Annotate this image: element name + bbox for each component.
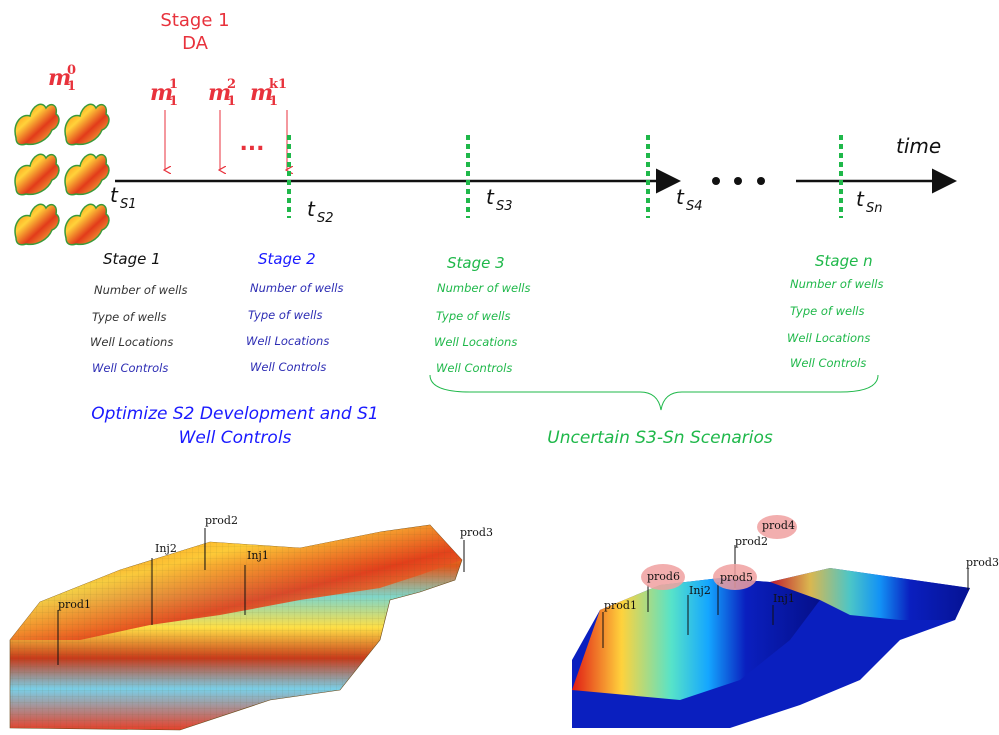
optimize-caption-line1: Optimize S2 Development and S1 bbox=[91, 404, 379, 424]
new-well-marker-prod5 bbox=[713, 564, 757, 590]
stage2-type-of-wells: Type of wells bbox=[248, 308, 323, 322]
well-label: prod2 bbox=[205, 514, 238, 527]
stage-time-sub: S3 bbox=[496, 199, 513, 214]
well-label: Inj1 bbox=[247, 549, 269, 562]
stage-time-sub: S2 bbox=[317, 211, 334, 226]
stage3-well-locations: Well Locations bbox=[434, 335, 518, 349]
timeline-dot bbox=[757, 177, 765, 185]
stage3-title: Stage 3 bbox=[447, 254, 505, 272]
time-label: time bbox=[896, 134, 941, 158]
stage1-type-of-wells: Type of wells bbox=[92, 310, 167, 324]
ensemble-thumbnail bbox=[14, 153, 60, 196]
stage-time-sub: S1 bbox=[120, 197, 137, 212]
well-label: prod4 bbox=[762, 519, 795, 532]
m-model-sup: 2 bbox=[227, 77, 236, 92]
m0-sup: 0 bbox=[67, 63, 76, 78]
uncertain-caption: Uncertain S3-Sn Scenarios bbox=[547, 428, 773, 448]
well-label: Inj2 bbox=[155, 542, 177, 555]
stage3-number-of-wells: Number of wells bbox=[437, 281, 531, 295]
stage2-title: Stage 2 bbox=[258, 250, 316, 268]
stage-time-base: t bbox=[486, 185, 495, 209]
stagen-type-of-wells: Type of wells bbox=[790, 304, 865, 318]
stage1-title: Stage 1 bbox=[103, 250, 161, 268]
m0-base: m bbox=[48, 65, 71, 91]
timeline-dot bbox=[712, 177, 720, 185]
stagen-well-locations: Well Locations bbox=[787, 331, 871, 345]
well-label: prod5 bbox=[720, 571, 753, 584]
stage2-well-locations: Well Locations bbox=[246, 334, 330, 348]
well-label: prod2 bbox=[735, 535, 768, 548]
stage1-number-of-wells: Number of wells bbox=[94, 283, 188, 297]
well-label: prod1 bbox=[58, 598, 91, 611]
new-well-marker-prod6 bbox=[641, 564, 685, 590]
stage1-well-locations: Well Locations bbox=[90, 335, 174, 349]
stage-time-sub: Sn bbox=[866, 201, 883, 216]
stage-time-base: t bbox=[307, 197, 316, 221]
stage2-well-controls: Well Controls bbox=[250, 360, 327, 374]
right-model-east-surface bbox=[770, 568, 970, 620]
left-model-grid bbox=[10, 525, 462, 730]
well-label: prod3 bbox=[460, 526, 493, 539]
stage3-well-controls: Well Controls bbox=[436, 361, 513, 375]
m-model-sub: 1 bbox=[169, 94, 178, 109]
red-ellipsis: ... bbox=[239, 131, 264, 156]
m-model-sup: k1 bbox=[269, 77, 287, 92]
well-label: Inj1 bbox=[773, 592, 795, 605]
stagen-number-of-wells: Number of wells bbox=[790, 277, 884, 291]
ensemble-thumbnail bbox=[14, 203, 60, 246]
stage3-type-of-wells: Type of wells bbox=[436, 309, 511, 323]
ensemble-thumbnail bbox=[64, 203, 110, 246]
stagen-title: Stage n bbox=[815, 252, 873, 270]
ensemble-thumbnail bbox=[64, 103, 110, 146]
stagen-well-controls: Well Controls bbox=[790, 356, 867, 370]
well-label: prod6 bbox=[647, 570, 680, 583]
ensemble-thumbnail bbox=[14, 103, 60, 146]
optimize-caption-line2: Well Controls bbox=[178, 428, 292, 448]
stage-time-sub: S4 bbox=[686, 199, 703, 214]
da-label: DA bbox=[182, 33, 209, 54]
well-label: prod1 bbox=[604, 599, 637, 612]
stage-time-base: t bbox=[856, 187, 865, 211]
m0-sub: 1 bbox=[67, 79, 76, 94]
m-model-base: m bbox=[208, 80, 231, 106]
uncertain-brace bbox=[429, 374, 879, 411]
left-well-sticks bbox=[57, 528, 465, 665]
m-model-sup: 1 bbox=[169, 77, 178, 92]
m-model-sub: 1 bbox=[227, 94, 236, 109]
well-label: Inj2 bbox=[689, 584, 711, 597]
well-label: prod3 bbox=[966, 556, 999, 569]
timeline-dot bbox=[734, 177, 742, 185]
ensemble-thumbnail bbox=[64, 153, 110, 196]
m-model-base: m bbox=[250, 80, 273, 106]
optimize-caption: Optimize S2 Development and S1 Well Cont… bbox=[40, 402, 430, 450]
m-model-base: m bbox=[150, 80, 173, 106]
stage1-well-controls: Well Controls bbox=[92, 361, 169, 375]
m-model-sub: 1 bbox=[269, 94, 278, 109]
stage-time-base: t bbox=[676, 185, 685, 209]
new-well-marker-prod4 bbox=[757, 515, 797, 539]
ensemble-models bbox=[14, 103, 110, 246]
right-model-top-surface bbox=[572, 578, 820, 700]
stage2-number-of-wells: Number of wells bbox=[250, 281, 344, 295]
prior-model-label: m 0 1 bbox=[48, 63, 76, 94]
stage1-da-title: Stage 1 bbox=[160, 10, 229, 31]
stage-time-base: t bbox=[110, 183, 119, 207]
